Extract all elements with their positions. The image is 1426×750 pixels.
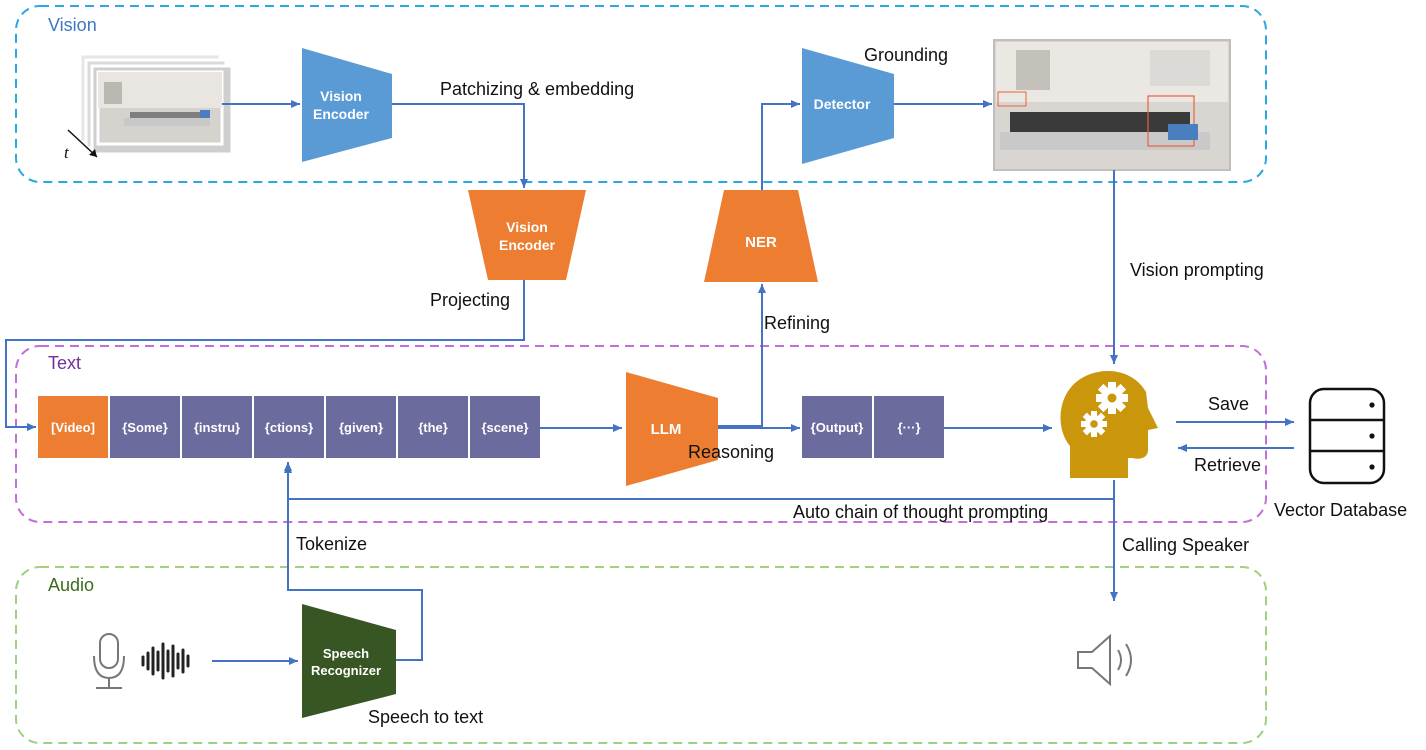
output-tokens: {Output} {···} bbox=[802, 396, 944, 458]
video-frames-thumbnail bbox=[78, 52, 234, 156]
text-section-frame bbox=[15, 345, 1267, 523]
arrow-auto-cot bbox=[284, 464, 1115, 500]
reasoning-label: Reasoning bbox=[688, 442, 774, 462]
agent-head-icon bbox=[1060, 370, 1158, 478]
ner-label: NER bbox=[745, 234, 777, 251]
token-output bbox=[802, 396, 872, 458]
arrow-ner-to-detector bbox=[761, 100, 800, 190]
vision-section-frame bbox=[15, 5, 1267, 183]
calling-speaker-label: Calling Speaker bbox=[1122, 535, 1249, 555]
speaker-icon bbox=[1077, 633, 1132, 687]
token-the-label: {the} bbox=[418, 420, 448, 435]
token-the bbox=[398, 396, 468, 458]
arrow-encoder-to-projector bbox=[392, 103, 528, 188]
database-indicators bbox=[1369, 402, 1375, 470]
speech-recognizer-line2: Recognizer bbox=[311, 663, 381, 678]
speech-recognizer-block: Speech Recognizer bbox=[302, 604, 396, 718]
token-video-label: [Video] bbox=[51, 420, 95, 435]
token-some-label: {Some} bbox=[122, 420, 168, 435]
grounding-label: Grounding bbox=[864, 45, 948, 65]
speech-recognizer-line1: Speech bbox=[323, 646, 369, 661]
vision-encoder-proj-line2: Encoder bbox=[499, 237, 556, 253]
speech-to-text-label: Speech to text bbox=[368, 707, 483, 727]
token-output-label: {Output} bbox=[811, 420, 864, 435]
vector-database-label: Vector Database bbox=[1274, 500, 1407, 520]
token-instru-label: {instru} bbox=[194, 420, 240, 435]
projecting-label: Projecting bbox=[430, 290, 510, 310]
save-label: Save bbox=[1208, 394, 1249, 414]
token-given-label: {given} bbox=[339, 420, 383, 435]
detector-block: Detector bbox=[802, 48, 894, 164]
vision-encoder-proj-line1: Vision bbox=[506, 219, 548, 235]
vision-prompting-label: Vision prompting bbox=[1130, 260, 1264, 280]
llm-block: LLM bbox=[626, 372, 718, 486]
time-axis-label: t bbox=[64, 143, 70, 162]
token-instru bbox=[182, 396, 252, 458]
time-arrow-head bbox=[89, 149, 97, 157]
ner-block: NER bbox=[704, 190, 818, 282]
arrow-projecting bbox=[5, 280, 525, 431]
token-scene bbox=[470, 396, 540, 458]
waveform-icon bbox=[141, 642, 190, 680]
grounded-image bbox=[993, 39, 1231, 171]
tokenize-label: Tokenize bbox=[296, 534, 367, 554]
refining-label: Refining bbox=[764, 313, 830, 333]
token-ctions bbox=[254, 396, 324, 458]
detector-label: Detector bbox=[814, 96, 871, 112]
text-section-title: Text bbox=[48, 353, 81, 373]
auto-cot-label: Auto chain of thought prompting bbox=[793, 502, 1048, 522]
token-scene-label: {scene} bbox=[482, 420, 529, 435]
token-given bbox=[326, 396, 396, 458]
token-ctions-label: {ctions} bbox=[265, 420, 313, 435]
token-video bbox=[38, 396, 108, 458]
token-sequence: [Video] {Some} {instru} {ctions} {given}… bbox=[38, 396, 540, 458]
patchizing-label: Patchizing & embedding bbox=[440, 79, 634, 99]
vision-section-title: Vision bbox=[48, 15, 97, 35]
llm-label: LLM bbox=[651, 421, 682, 438]
vector-database-icon bbox=[1308, 387, 1386, 485]
arrow-llm-to-ner bbox=[718, 284, 766, 427]
token-some bbox=[110, 396, 180, 458]
retrieve-label: Retrieve bbox=[1194, 455, 1261, 475]
audio-section-title: Audio bbox=[48, 575, 94, 595]
vision-encoder-top-line1: Vision bbox=[320, 88, 362, 104]
vision-encoder-top-block: Vision Encoder bbox=[302, 48, 392, 162]
arrow-tokenize bbox=[284, 462, 423, 661]
token-ellipsis-label: {···} bbox=[897, 420, 920, 435]
audio-section-frame bbox=[15, 566, 1267, 744]
token-ellipsis bbox=[874, 396, 944, 458]
vision-encoder-top-line2: Encoder bbox=[313, 106, 370, 122]
vision-encoder-projector-block: Vision Encoder bbox=[468, 190, 586, 280]
microphone-icon bbox=[93, 633, 125, 689]
